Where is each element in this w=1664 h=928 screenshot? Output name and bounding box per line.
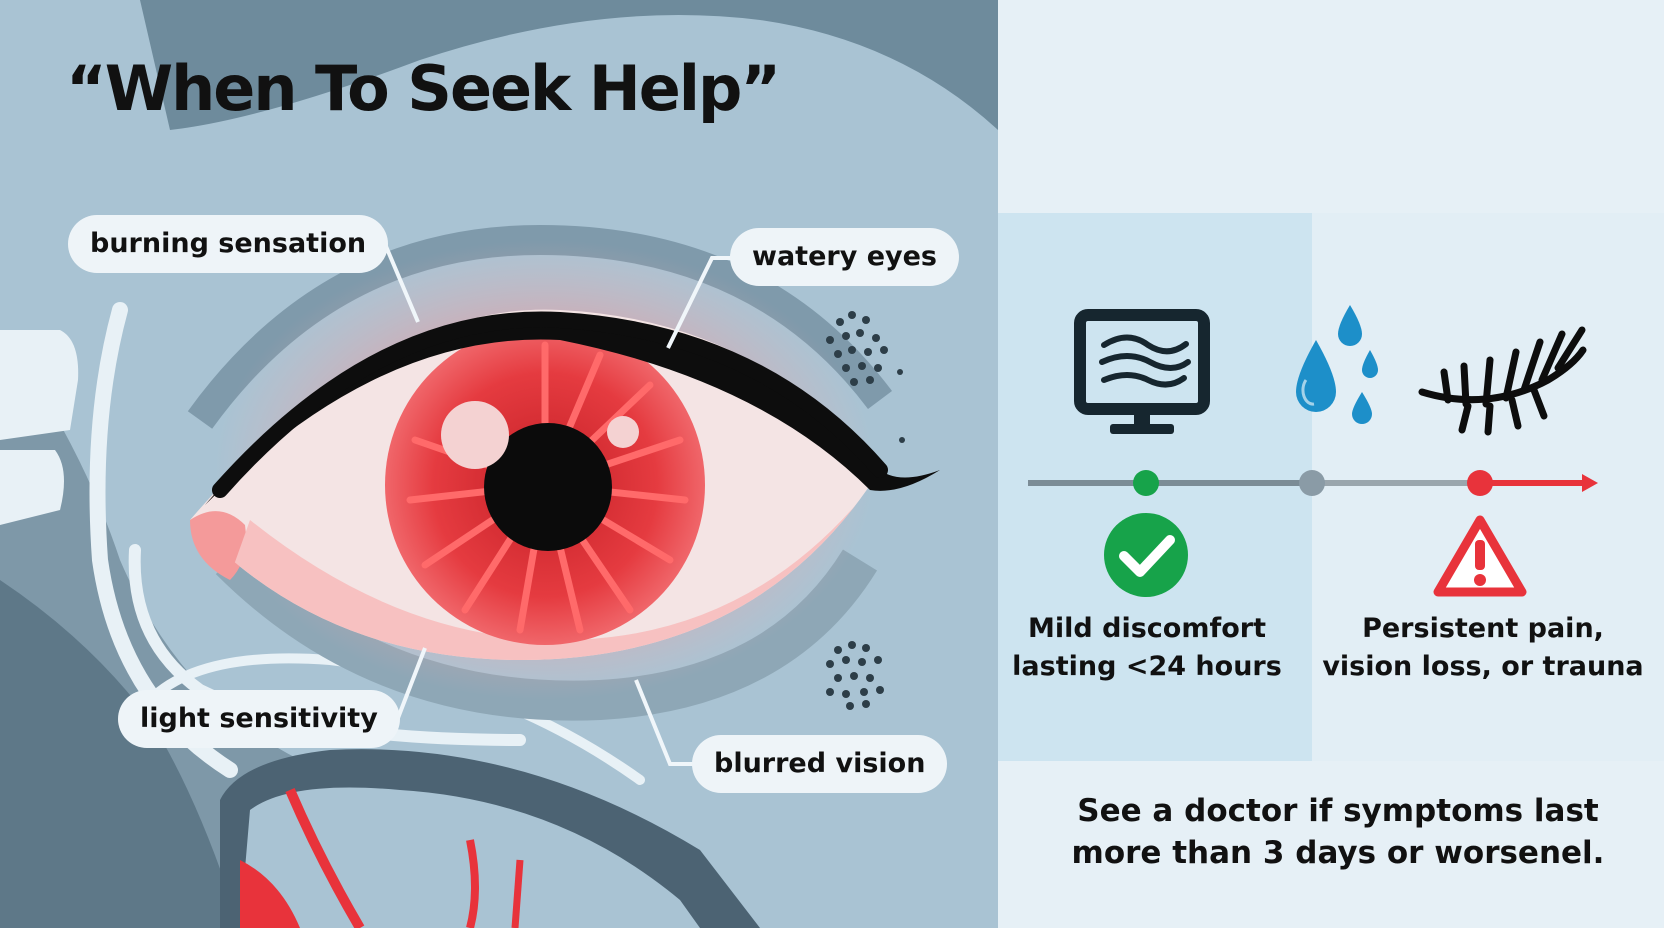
doctor-advice-line1: See a doctor if symptoms last: [1077, 793, 1599, 829]
red-eye-illustration: [0, 0, 998, 928]
severe-caption: Persistent pain, vision loss, or trauna: [1318, 610, 1648, 686]
check-circle-icon: [1104, 513, 1188, 597]
eye-illustration-panel: “When To Seek Help” burning sensation wa…: [0, 0, 998, 928]
eyelash-icon: [1418, 326, 1587, 436]
mild-caption-line1: Mild discomfort: [1028, 613, 1266, 644]
mild-caption-line2: lasting <24 hours: [1012, 651, 1282, 682]
severity-timeline: [1028, 305, 1598, 597]
computer-monitor-icon: [1074, 309, 1210, 434]
doctor-advice-line2: more than 3 days or worsenel.: [1071, 835, 1605, 871]
severe-caption-line1: Persistent pain,: [1362, 613, 1604, 644]
water-drops-icon: [1296, 305, 1378, 424]
symptom-callout-blurred: blurred vision: [692, 735, 948, 793]
page-title: “When To Seek Help”: [66, 52, 781, 125]
symptom-callout-burning: burning sensation: [68, 215, 389, 273]
warning-triangle-icon: [1433, 515, 1527, 597]
severe-caption-line2: vision loss, or trauna: [1322, 651, 1644, 682]
mild-caption: Mild discomfort lasting <24 hours: [998, 610, 1296, 686]
severity-panel: Mild discomfort lasting <24 hours Persis…: [998, 0, 1664, 928]
symptom-callout-light: light sensitivity: [118, 690, 400, 748]
doctor-advice: See a doctor if symptoms last more than …: [1038, 790, 1638, 874]
symptom-callout-watery: watery eyes: [730, 228, 959, 286]
